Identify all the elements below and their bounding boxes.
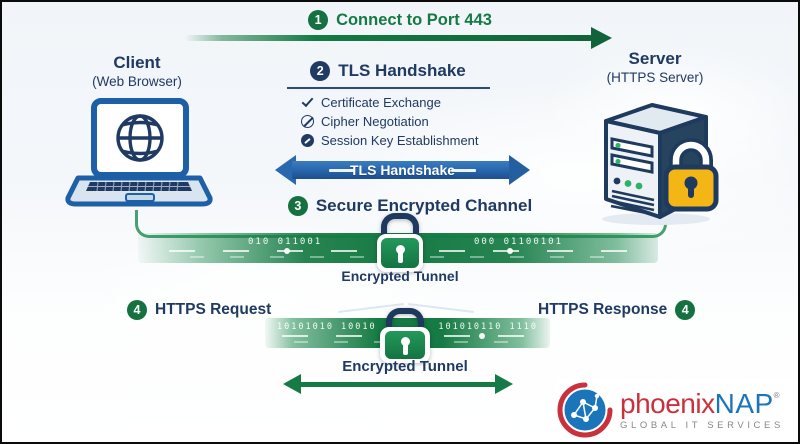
checklist-item-label: Cipher Negotiation: [321, 114, 429, 129]
step3-header: 3 Secure Encrypted Channel: [10, 196, 800, 216]
step1-label: Connect to Port 443: [336, 10, 492, 29]
arrow-bar: [292, 161, 513, 179]
arrow-dash: [451, 168, 476, 172]
checklist-item-label: Certificate Exchange: [321, 95, 441, 110]
request-response-arrow: [283, 374, 513, 394]
step1-number-badge: 1: [308, 10, 329, 30]
https-request-header: 4 HTTPS Request: [127, 300, 271, 320]
checklist-item: Session Key Establishment: [301, 131, 479, 150]
cipher-icon: [301, 115, 314, 128]
arrow-bar: [298, 381, 498, 387]
checklist-item-label: Session Key Establishment: [321, 133, 479, 148]
server-block: Server (HTTPS Server): [575, 49, 735, 85]
tunnel1-label: Encrypted Tunnel: [341, 268, 459, 284]
key-icon: [301, 134, 314, 147]
handshake-checklist: Certificate Exchange Cipher Negotiation …: [301, 93, 479, 150]
step2-underline: [287, 87, 490, 89]
padlock-icon: [380, 308, 430, 363]
padlock-body: [377, 234, 423, 272]
tls-handshake-arrow: TLS Handshake: [275, 155, 530, 185]
connect-arrow-head: [591, 27, 612, 49]
binary-stream: 010 011001: [248, 237, 323, 247]
padlock-shackle: [386, 308, 424, 332]
step4-request-badge: 4: [127, 300, 147, 320]
client-laptop-icon: [64, 98, 214, 216]
binary-stream: 000 01100101: [473, 237, 563, 247]
arrow-right-head: [495, 374, 513, 394]
logo-registered-mark: ®: [773, 390, 780, 400]
server-icon: [594, 95, 726, 227]
check-icon: [301, 96, 314, 109]
server-subtitle: (HTTPS Server): [606, 70, 704, 85]
logo-tagline: GLOBAL IT SERVICES: [620, 419, 784, 431]
checklist-item: Cipher Negotiation: [301, 112, 479, 131]
step2-number-badge: 2: [310, 61, 331, 81]
https-response-label: HTTPS Response: [538, 301, 668, 318]
arrow-right-head: [509, 155, 530, 185]
phoenixnap-globe-icon: [556, 381, 614, 439]
client-block: Client (Web Browser): [57, 53, 217, 89]
server-title: Server: [628, 49, 682, 68]
client-subtitle: (Web Browser): [92, 74, 182, 89]
padlock-body: [380, 327, 430, 363]
logo-brand-second: NAP: [714, 387, 774, 419]
stream-dot: [283, 248, 290, 254]
checklist-item: Certificate Exchange: [301, 93, 479, 112]
padlock-shackle: [381, 213, 419, 239]
binary-stream: 10101010 10010: [277, 322, 377, 332]
step1-header: 1 Connect to Port 443: [0, 10, 800, 30]
tls-handshake-arrow-label: TLS Handshake: [349, 162, 456, 178]
arrow-left-head: [275, 155, 296, 185]
connect-arrow: [185, 35, 593, 41]
logo-brand-first: phoenix: [620, 387, 715, 419]
step3-number-badge: 3: [287, 196, 308, 216]
stream-dot: [507, 248, 514, 254]
arrow-dash: [329, 168, 354, 172]
stream-dot: [478, 333, 485, 339]
step4-response-badge: 4: [675, 300, 696, 320]
step2-header: 2 TLS Handshake: [0, 61, 788, 81]
binary-stream: 101010110 1110: [438, 322, 538, 332]
padlock-icon: [377, 213, 423, 272]
step3-label: Secure Encrypted Channel: [315, 196, 533, 215]
step2-label: TLS Handshake: [338, 61, 466, 80]
client-title: Client: [113, 53, 161, 72]
tunnel2-label: Encrypted Tunnel: [342, 358, 468, 375]
arrow-left-head: [283, 374, 301, 394]
https-request-label: HTTPS Request: [155, 301, 272, 318]
https-response-header: HTTPS Response 4: [538, 300, 696, 320]
phoenixnap-logo: phoenix NAP ® GLOBAL IT SERVICES: [556, 379, 798, 441]
